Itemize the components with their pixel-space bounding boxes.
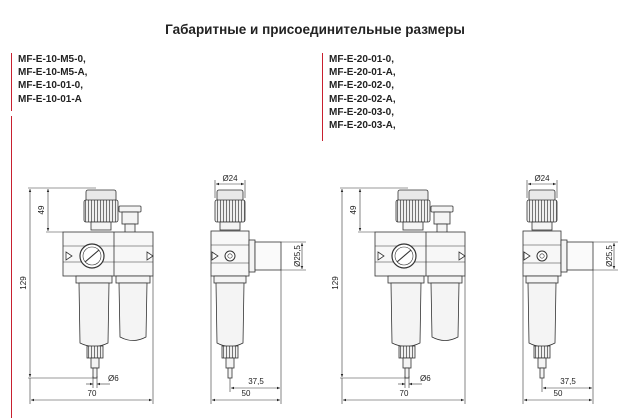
model-code: MF-E-20-01-A, (329, 67, 396, 79)
model-code: MF-E-20-03-A, (329, 120, 396, 132)
dim-depth: 50 (554, 389, 563, 398)
model-list-left: MF-E-10-M5-0, MF-E-10-M5-A, MF-E-10-01-0… (11, 53, 87, 111)
side-view-drawing-2 (522, 189, 594, 379)
model-code: MF-E-10-M5-A, (18, 67, 88, 79)
dim-total-height: 129 (19, 276, 28, 290)
dim-flange-diameter: Ø25,5 (293, 245, 302, 267)
section-divider (11, 116, 13, 418)
dim-depth: 50 (242, 389, 251, 398)
front-view-drawing-1 (62, 189, 154, 379)
model-code: MF-E-20-01-0, (329, 54, 395, 65)
front-view-drawing-2 (374, 189, 466, 379)
dim-offset: 37,5 (560, 377, 576, 386)
model-code: MF-E-20-03-0, (329, 106, 395, 118)
dim-top-height: 49 (349, 205, 358, 214)
dim-top-height: 49 (37, 205, 46, 214)
dim-width: 70 (400, 389, 409, 398)
model-code: MF-E-20-02-0, (329, 80, 395, 92)
model-list-right: MF-E-20-01-0, MF-E-20-01-A, MF-E-20-02-0… (322, 53, 396, 141)
dim-port-diameter: Ø6 (420, 374, 431, 383)
side-view-drawing-1 (210, 189, 282, 379)
dim-knob-diameter: Ø24 (534, 174, 550, 183)
dim-total-height: 129 (331, 276, 340, 290)
dim-port-diameter: Ø6 (108, 374, 119, 383)
model-code: MF-E-10-M5-0, (18, 54, 86, 65)
model-code: MF-E-10-01-A (18, 93, 82, 105)
page-title: Габаритные и присоединительные размеры (165, 22, 465, 37)
dim-knob-diameter: Ø24 (222, 174, 238, 183)
dim-flange-diameter: Ø25,5 (605, 245, 614, 267)
model-code: MF-E-10-01-0, (18, 80, 84, 92)
dim-width: 70 (88, 389, 97, 398)
dim-offset: 37,5 (248, 377, 264, 386)
model-code: MF-E-20-02-A, (329, 93, 396, 105)
